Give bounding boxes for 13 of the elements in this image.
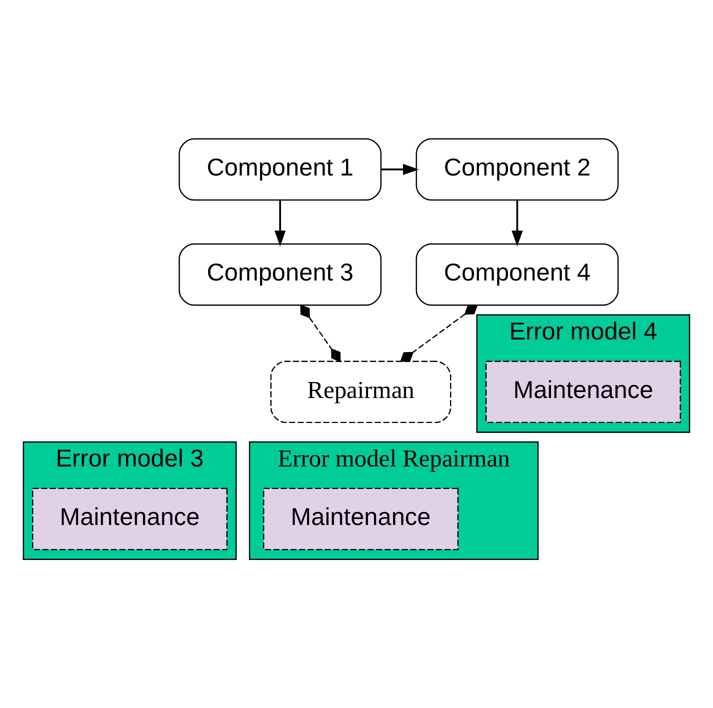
node-box: Maintenance: [32, 488, 228, 550]
connector: [300, 304, 341, 362]
connector: [400, 304, 478, 362]
node-box: Repairman: [270, 360, 452, 424]
node-box: Component 4: [416, 243, 619, 306]
arrow: [512, 200, 523, 246]
node-box: Component 2: [416, 138, 619, 201]
node-box: Component 1: [178, 138, 382, 201]
arrow: [381, 164, 419, 176]
node-box: Maintenance: [263, 488, 459, 550]
arrow: [274, 200, 286, 246]
node-box: Component 3: [178, 243, 382, 306]
node-box: Maintenance: [485, 360, 681, 424]
